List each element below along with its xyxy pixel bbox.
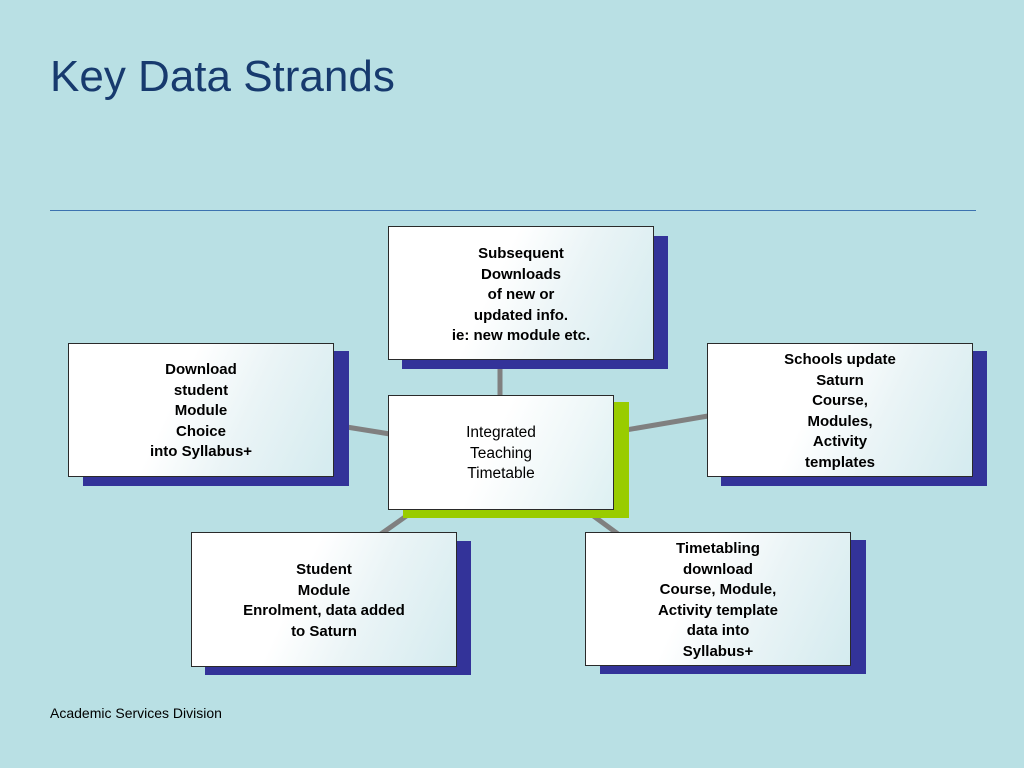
title-divider — [50, 210, 976, 211]
node-center: Integrated Teaching Timetable — [388, 395, 614, 510]
connector-right — [613, 413, 709, 435]
node-left: Download student Module Choice into Syll… — [68, 343, 334, 477]
node-bottom-right: Timetabling download Course, Module, Act… — [585, 532, 851, 666]
node-bottom-left: Student Module Enrolment, data added to … — [191, 532, 457, 667]
slide-title: Key Data Strands — [50, 52, 395, 101]
node-right: Schools update Saturn Course, Modules, A… — [707, 343, 973, 477]
footer-text: Academic Services Division — [50, 705, 222, 721]
node-top: Subsequent Downloads of new or updated i… — [388, 226, 654, 360]
